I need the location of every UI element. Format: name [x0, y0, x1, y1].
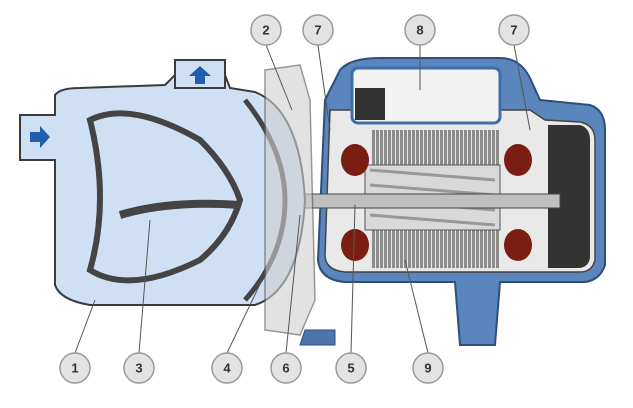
stator-lamination — [388, 130, 391, 165]
stator-lamination — [496, 230, 499, 268]
stator-lamination — [420, 230, 423, 268]
stator-lamination — [480, 230, 483, 268]
stator-lamination — [416, 130, 419, 165]
stator-lamination — [468, 130, 471, 165]
stator-lamination — [400, 130, 403, 165]
stator-lamination — [480, 130, 483, 165]
stator-lamination — [428, 130, 431, 165]
callout-2: 2 — [250, 14, 282, 46]
stator-lamination — [432, 130, 435, 165]
stator-lamination — [376, 130, 379, 165]
stator-lamination — [464, 130, 467, 165]
stator-lamination — [388, 230, 391, 268]
stator-lamination — [444, 230, 447, 268]
svg-text:2: 2 — [262, 23, 269, 38]
inlet-arrow-icon — [30, 126, 50, 148]
stator-lamination — [472, 130, 475, 165]
stator-lamination — [384, 230, 387, 268]
outlet-arrow-icon — [189, 66, 211, 84]
stator-lamination — [432, 230, 435, 268]
svg-text:5: 5 — [347, 361, 354, 376]
capacitor — [350, 66, 502, 125]
stator — [372, 130, 499, 268]
stator-lamination — [452, 230, 455, 268]
stator-lamination — [404, 230, 407, 268]
callout-9: 9 — [412, 352, 444, 384]
stator-lamination — [412, 230, 415, 268]
stator-lamination — [476, 130, 479, 165]
stator-lamination — [496, 130, 499, 165]
stator-lamination — [412, 130, 415, 165]
callout-1: 1 — [59, 352, 91, 384]
svg-text:8: 8 — [416, 23, 423, 38]
stator-lamination — [408, 230, 411, 268]
stator-lamination — [372, 130, 375, 165]
stator-lamination — [492, 130, 495, 165]
stator-lamination — [420, 130, 423, 165]
svg-text:7: 7 — [314, 23, 321, 38]
svg-text:4: 4 — [223, 361, 231, 376]
stator-lamination — [396, 130, 399, 165]
stator-lamination — [424, 130, 427, 165]
stator-lamination — [392, 130, 395, 165]
stator-lamination — [424, 230, 427, 268]
svg-text:7: 7 — [510, 23, 517, 38]
stator-lamination — [416, 230, 419, 268]
callout-7-left: 7 — [302, 14, 334, 46]
callout-5: 5 — [335, 352, 367, 384]
stator-lamination — [488, 130, 491, 165]
svg-text:6: 6 — [282, 361, 289, 376]
stator-lamination — [428, 230, 431, 268]
callout-7-right: 7 — [498, 14, 530, 46]
stator-lamination — [372, 230, 375, 268]
stator-lamination — [476, 230, 479, 268]
svg-text:3: 3 — [135, 361, 142, 376]
stator-lamination — [440, 130, 443, 165]
stator-lamination — [484, 230, 487, 268]
stator-lamination — [436, 230, 439, 268]
svg-text:1: 1 — [71, 361, 78, 376]
callout-3: 3 — [123, 352, 155, 384]
stator-lamination — [436, 130, 439, 165]
callout-4: 4 — [211, 352, 243, 384]
stator-lamination — [376, 230, 379, 268]
stator-lamination — [460, 130, 463, 165]
stator-lamination — [408, 130, 411, 165]
stator-lamination — [452, 130, 455, 165]
stator-lamination — [404, 130, 407, 165]
pump-body — [19, 59, 316, 336]
stator-lamination — [484, 130, 487, 165]
stator-lamination — [444, 130, 447, 165]
stator-lamination — [440, 230, 443, 268]
stator-lamination — [468, 230, 471, 268]
leader-lines — [74, 44, 531, 354]
svg-text:9: 9 — [424, 361, 431, 376]
callout-6: 6 — [270, 352, 302, 384]
stator-lamination — [464, 230, 467, 268]
stator-lamination — [380, 130, 383, 165]
stator-lamination — [384, 130, 387, 165]
stator-lamination — [456, 230, 459, 268]
stator-lamination — [472, 230, 475, 268]
callout-8: 8 — [404, 14, 436, 46]
stator-lamination — [492, 230, 495, 268]
windings — [341, 144, 532, 261]
stator-lamination — [460, 230, 463, 268]
stator-lamination — [456, 130, 459, 165]
stator-lamination — [448, 230, 451, 268]
stator-lamination — [380, 230, 383, 268]
stator-lamination — [392, 230, 395, 268]
stator-lamination — [400, 230, 403, 268]
stator-lamination — [448, 130, 451, 165]
stator-lamination — [396, 230, 399, 268]
stator-lamination — [488, 230, 491, 268]
